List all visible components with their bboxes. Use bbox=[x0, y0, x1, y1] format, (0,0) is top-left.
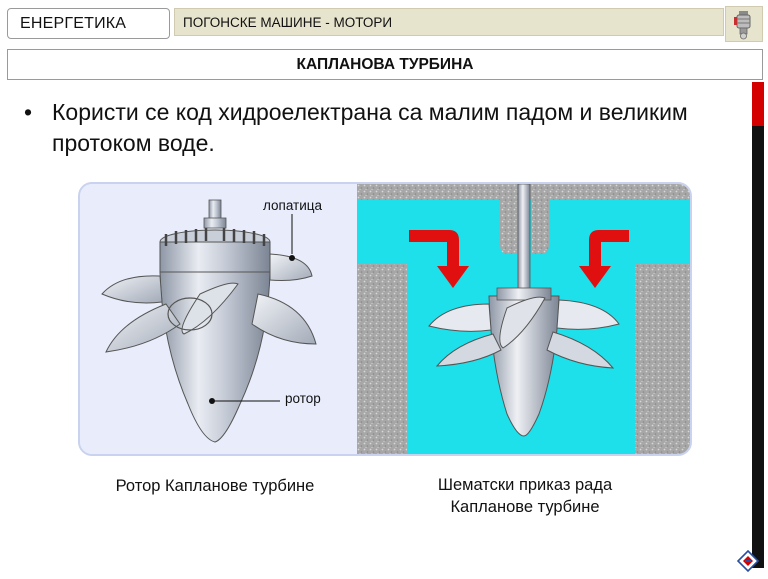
engine-icon bbox=[734, 11, 751, 40]
category-tab[interactable]: ЕНЕРГЕТИКА bbox=[7, 8, 170, 39]
caption-schematic-line1: Шематски приказ рада bbox=[437, 476, 613, 494]
flow-arrow-right bbox=[579, 230, 629, 288]
caption-schematic-line2: Капланове турбине bbox=[450, 498, 600, 516]
page-title: КАПЛАНОВА ТУРБИНА bbox=[7, 49, 763, 80]
turbine-schematic bbox=[357, 184, 690, 454]
caption-rotor: Ротор Каплановe турбине bbox=[115, 477, 315, 495]
side-strip-red bbox=[752, 82, 764, 126]
top-bar: ЕНЕРГЕТИКА ПОГОНСКЕ МАШИНЕ - МОТОРИ bbox=[0, 0, 768, 44]
side-strip-black bbox=[752, 126, 764, 568]
flow-arrow-left bbox=[409, 230, 469, 288]
school-logo-icon[interactable] bbox=[736, 549, 760, 573]
engine-icon-button[interactable] bbox=[725, 6, 763, 42]
blade-label: лопатица bbox=[263, 198, 323, 213]
bullet-icon: • bbox=[24, 99, 33, 125]
rotor-illustration: лопатица ротор bbox=[80, 184, 357, 454]
turbine-figure: лопатица ротор bbox=[78, 182, 692, 456]
rotor-label: ротор bbox=[285, 391, 321, 406]
caption-schematic: Шематски приказ рада Капланове турбине bbox=[400, 474, 650, 518]
bullet-text: Користи се код хидроелектрана са малим п… bbox=[52, 99, 688, 156]
bullet-item: • Користи се код хидроелектрана са малим… bbox=[24, 97, 724, 159]
section-tab[interactable]: ПОГОНСКЕ МАШИНЕ - МОТОРИ bbox=[174, 8, 724, 36]
